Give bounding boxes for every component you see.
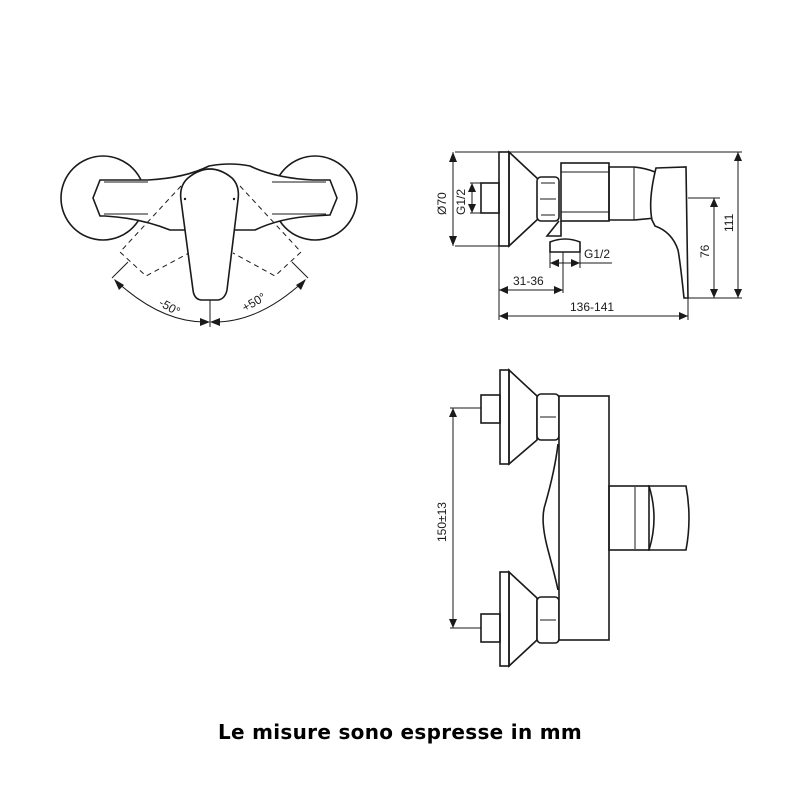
top-view: -50° +50° <box>60 155 358 327</box>
lever-height-label: 76 <box>698 244 712 258</box>
lever-top <box>179 168 240 301</box>
flange-diameter-label: Ø70 <box>435 192 449 215</box>
front-view: 150±13 <box>435 368 690 668</box>
outlet-thread-label: G1/2 <box>584 247 610 261</box>
side-view: Ø70 G1/2 G1/2 31-36 136-141 76 <box>435 150 742 320</box>
total-height-label: 111 <box>722 213 736 232</box>
lever-side <box>649 166 689 299</box>
center-distance-label: 150±13 <box>435 502 449 542</box>
inlet-thread-label: G1/2 <box>454 189 468 215</box>
inlet-depth-label: 31-36 <box>513 274 544 288</box>
total-depth-label: 136-141 <box>570 300 614 314</box>
angle-right-label: +50° <box>240 290 269 315</box>
units-caption: Le misure sono espresse in mm <box>217 720 583 744</box>
